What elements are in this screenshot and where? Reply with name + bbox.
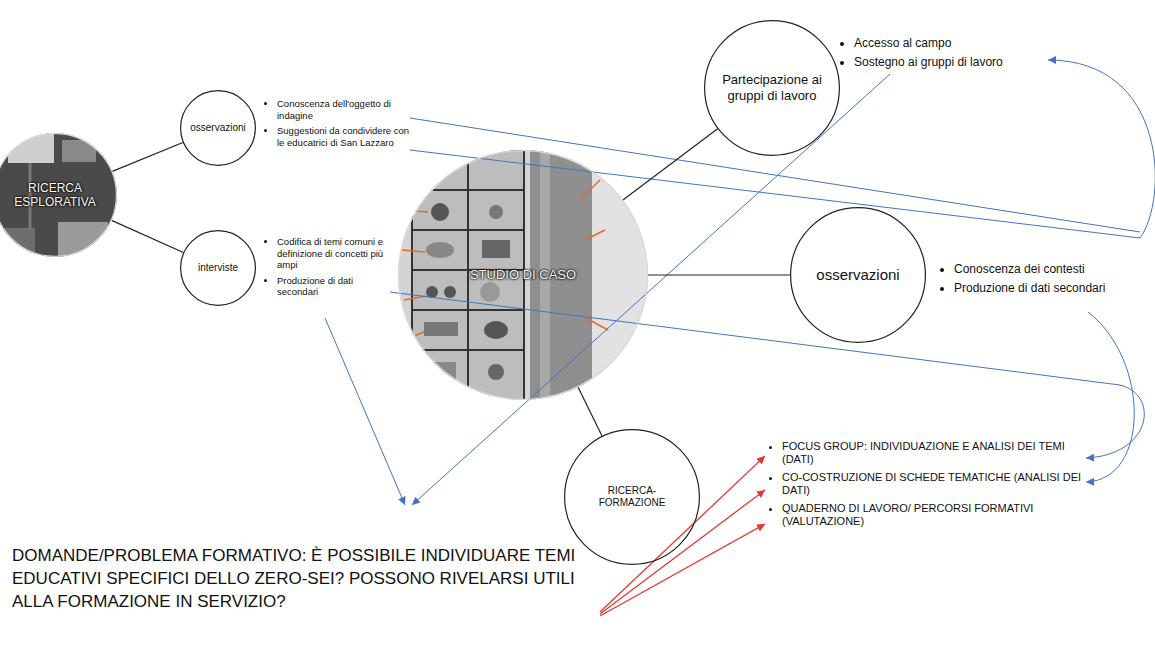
photo-wall [62,140,96,162]
bullet-item: Sostegno ai gruppi di lavoro [854,55,1084,70]
connector-line [112,142,183,171]
photo-objects [424,203,510,388]
bullet-item: Produzione di dati secondari [277,275,392,298]
bullet-item: Accesso al campo [854,36,1084,51]
connector-line [578,387,602,436]
red-arrows [600,456,765,616]
red-arrow [600,490,765,614]
node-text-holder: STUDIO DI CASO [470,267,576,283]
node-label: RICERCA-FORMAZIONE [586,485,678,509]
bullet-list: Accesso al campoSostegno ai gruppi di la… [842,36,1084,73]
bullet-item: Conoscenza dei contesti [954,262,1155,277]
blue-arrow [1086,312,1134,482]
blue-leader [410,118,1140,232]
red-arrow [600,456,765,612]
node-label: osservazioni [190,122,246,134]
circle-shape [399,151,648,400]
blue-arrow [390,292,1144,458]
bullet-list: Conoscenza dell'oggetto di indagineSugge… [265,98,417,152]
method-circle: interviste [180,230,256,306]
photo-wall [592,150,652,405]
node-text-holder: osservazioni [190,122,246,134]
photo-circle: RICERCA ESPLORATIVA [0,133,117,257]
node-label: interviste [198,262,238,274]
connector-line [623,129,718,200]
bullet-list: FOCUS GROUP: INDIVIDUAZIONE E ANALISI DE… [770,440,1082,532]
bullet-item: Conoscenza dell'oggetto di indagine [277,98,417,121]
photo-ground [395,148,655,408]
bullet-item: Produzione di dati secondari [954,281,1155,296]
circle-shape [0,134,116,257]
node-text-holder: RICERCA-FORMAZIONE [586,485,678,509]
photo-circle: STUDIO DI CASO [398,150,648,400]
question-text: DOMANDE/PROBLEMA FORMATIVO: È POSSIBILE … [12,545,592,614]
connector-line [112,220,184,252]
blue-arrow [325,318,405,505]
bullet-item: Suggestioni da condividere con le educat… [277,125,417,148]
blue-arrow [410,60,1155,238]
node-text-holder: interviste [198,262,238,274]
circle-shape [565,430,700,565]
method-circle: Partecipazione ai gruppi di lavoro [704,20,840,156]
method-circle: osservazioni [790,207,926,343]
method-circle: osservazioni [180,90,256,166]
circle-shape [181,231,256,306]
bullet-item: FOCUS GROUP: INDIVIDUAZIONE E ANALISI DE… [782,440,1082,467]
connector-line [648,274,790,275]
bullet-item: CO-COSTRUZIONE DI SCHEDE TEMATICHE (ANAL… [782,471,1082,498]
node-text-holder: Partecipazione ai gruppi di lavoro [720,72,824,103]
node-text-holder: osservazioni [816,266,899,284]
photo-exploration [0,130,120,263]
node-text-holder: RICERCA ESPLORATIVA [8,181,103,210]
circle-shape [791,208,926,343]
bullet-item: Codifica di temi comuni e definizione di… [277,236,392,271]
node-label: osservazioni [816,266,899,284]
circle-shape [705,21,840,156]
red-arrow [600,524,765,616]
photo-floor [0,228,35,263]
connector-group [112,129,790,436]
photo-case-study [395,148,655,408]
node-label: RICERCA ESPLORATIVA [8,181,103,210]
bullet-item: QUADERNO DI LAVORO/ PERCORSI FORMATIVI (… [782,502,1082,529]
circle-shape [181,91,256,166]
bullet-list: Codifica di temi comuni e definizione di… [265,236,392,302]
bullet-list: Conoscenza dei contestiProduzione di dat… [942,262,1155,299]
node-label: Partecipazione ai gruppi di lavoro [720,72,824,103]
method-circle: RICERCA-FORMAZIONE [564,429,700,565]
node-label: STUDIO DI CASO [470,267,576,283]
question-text: DOMANDE/PROBLEMA FORMATIVO: È POSSIBILE … [12,545,592,614]
